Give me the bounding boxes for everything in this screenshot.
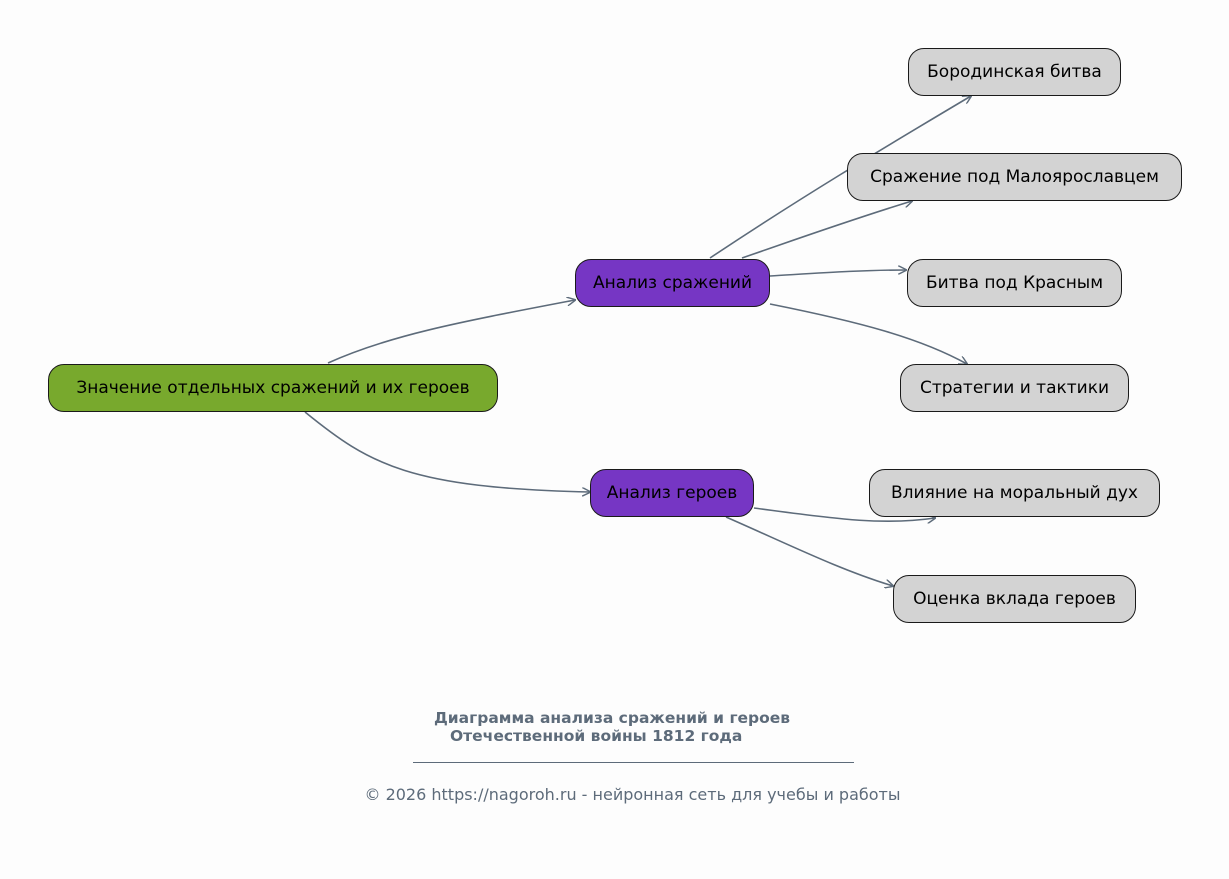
edge-heroes-to-morale [753,507,935,521]
diagram-caption-line1: Диаграмма анализа сражений и героев [434,709,791,727]
node-strategies-label: Стратегии и тактики [919,378,1110,398]
node-strategies[interactable]: Стратегии и тактики [900,364,1129,412]
footer: © 2026 https://nagoroh.ru - нейронная се… [0,785,1229,804]
edge-root-to-battles-analysis [327,300,575,364]
edge-heroes-to-contribution [725,516,893,586]
node-heroes-contribution[interactable]: Оценка вклада героев [893,575,1136,623]
node-borodino[interactable]: Бородинская битва [908,48,1121,96]
edge-battles-to-krasnoye [769,270,906,277]
node-krasnoye-label: Битва под Красным [925,273,1104,293]
node-krasnoye[interactable]: Битва под Красным [907,259,1122,307]
edge-battles-to-strategies [769,303,967,364]
node-root-label: Значение отдельных сражений и их героев [76,378,470,398]
edge-battles-to-borodino [709,96,971,259]
node-morale[interactable]: Влияние на моральный дух [869,469,1160,517]
node-battles-analysis-label: Анализ сражений [592,273,753,293]
node-battles-analysis[interactable]: Анализ сражений [575,259,770,307]
node-root[interactable]: Значение отдельных сражений и их героев [48,364,498,412]
node-heroes-analysis[interactable]: Анализ героев [590,469,754,517]
edge-battles-to-maloyaroslavets [741,201,912,259]
node-borodino-label: Бородинская битва [927,62,1102,82]
caption-divider [413,762,854,763]
node-maloyaroslavets-label: Сражение под Малоярославцем [870,167,1159,187]
edge-root-to-heroes-analysis [304,411,590,492]
node-morale-label: Влияние на моральный дух [891,483,1138,503]
node-maloyaroslavets[interactable]: Сражение под Малоярославцем [847,153,1182,201]
node-heroes-analysis-label: Анализ героев [606,483,738,503]
footer-text: © 2026 https://nagoroh.ru - нейронная се… [364,785,901,804]
node-heroes-contribution-label: Оценка вклада героев [913,589,1116,609]
diagram-caption-line2: Отечественной войны 1812 года [450,727,743,745]
